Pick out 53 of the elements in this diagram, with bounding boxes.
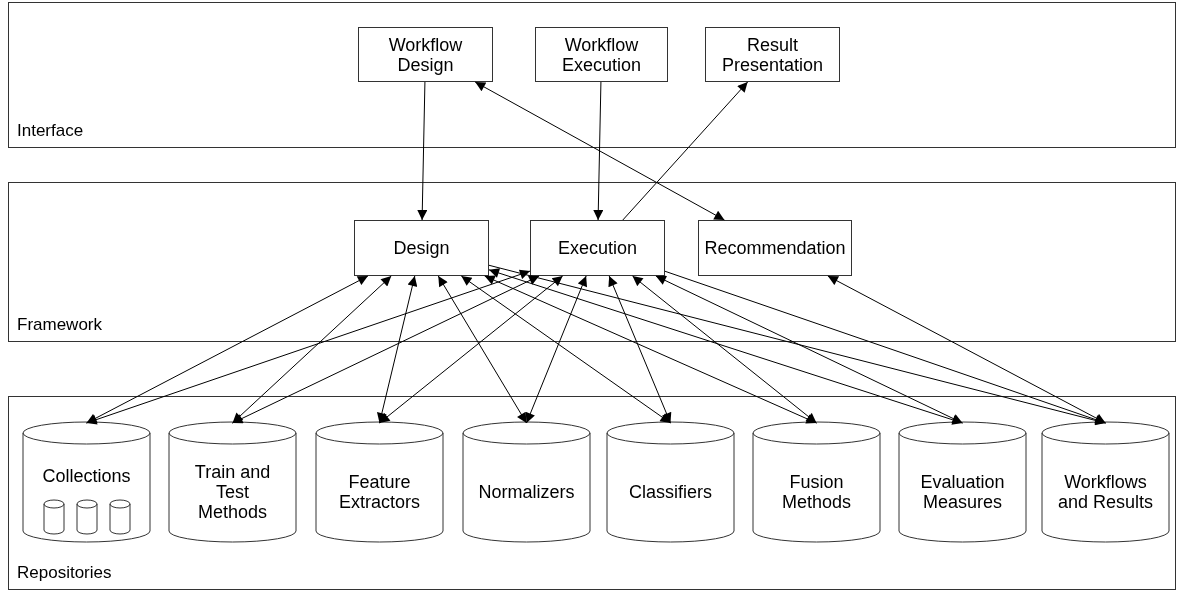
database-cylinder: [898, 421, 1027, 543]
process-box: [354, 220, 489, 276]
process-box: [705, 27, 840, 82]
node-label: Workflow Design: [387, 34, 464, 75]
node-label: Normalizers: [478, 482, 575, 502]
arrow: [474, 81, 725, 221]
arrow: [484, 275, 817, 424]
layer-panel: [8, 182, 1176, 342]
node-label: Train and Test Methods: [193, 462, 272, 522]
node-label: Recommendation: [704, 238, 846, 258]
database-cylinder: [168, 421, 297, 543]
arrow: [437, 275, 527, 424]
database-cylinder: [462, 421, 591, 543]
layer-panel: [8, 2, 1176, 148]
node-label: Feature Extractors: [338, 472, 421, 512]
node-label: Classifiers: [629, 482, 712, 502]
arrow: [460, 275, 671, 424]
database-cylinder: [606, 421, 735, 543]
database-cylinder: [22, 421, 151, 543]
process-box: [698, 220, 852, 276]
database-cylinder: [752, 421, 881, 543]
arrow: [379, 275, 564, 424]
arrow: [593, 81, 604, 221]
arrow: [232, 275, 392, 424]
arrow: [86, 269, 531, 425]
node-label: Workflows and Results: [1057, 472, 1154, 512]
arrow: [376, 275, 418, 424]
node-label: Workflow Execution: [560, 34, 643, 75]
arrow: [608, 275, 672, 424]
node-label: Evaluation Measures: [919, 472, 1006, 512]
process-box: [535, 27, 668, 82]
arrow: [632, 275, 817, 424]
layer-label: Repositories: [17, 563, 112, 583]
arrow: [232, 275, 540, 424]
node-label: Result Presentation: [720, 34, 825, 75]
node-label: Design: [393, 238, 450, 258]
arrow: [622, 81, 749, 221]
process-box: [530, 220, 665, 276]
arrow: [525, 275, 587, 424]
node-label: Execution: [557, 238, 638, 258]
database-cylinder: [315, 421, 444, 543]
node-label: Collections: [42, 466, 131, 486]
layer-label: Framework: [17, 315, 102, 335]
arrow: [417, 81, 428, 221]
arrow: [827, 275, 1106, 424]
arrow: [488, 264, 1106, 426]
arrow: [655, 275, 963, 424]
layer-panel: [8, 396, 1176, 590]
layer-label: Interface: [17, 121, 84, 141]
database-cylinder: [1041, 421, 1170, 543]
node-label: Fusion Methods: [780, 472, 852, 512]
process-box: [358, 27, 493, 82]
arrow: [86, 275, 369, 424]
